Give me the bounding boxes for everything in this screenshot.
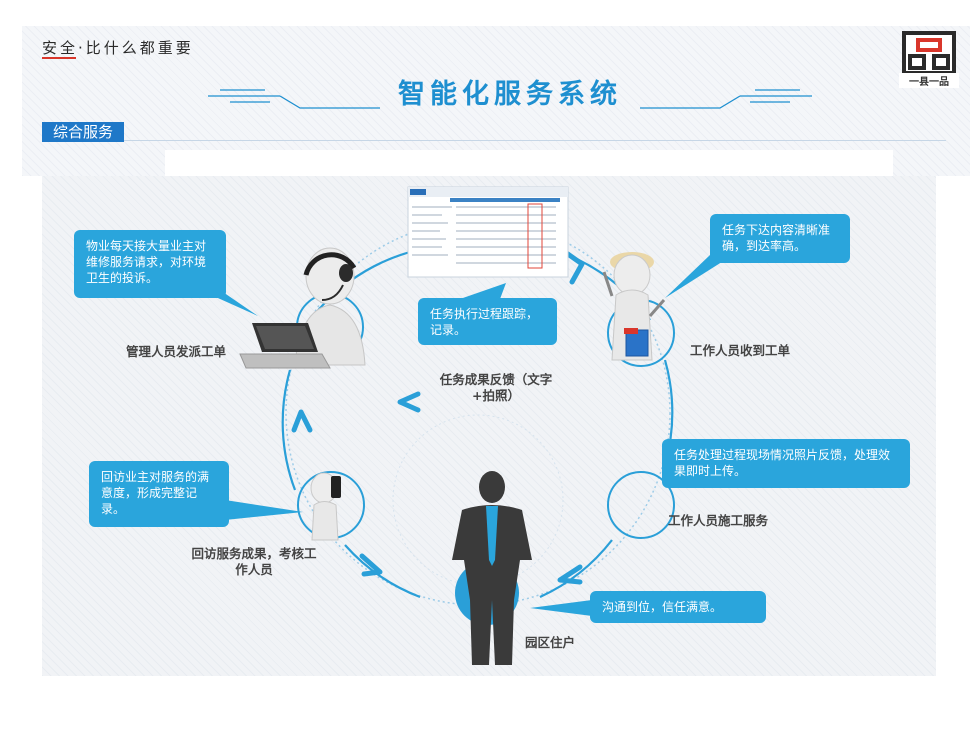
page-title: 智能化服务系统 xyxy=(398,79,622,110)
inner-faint-ring xyxy=(392,414,564,586)
brand-logo-icon xyxy=(902,31,956,75)
title-decoration xyxy=(208,89,812,109)
businessman-icon xyxy=(452,471,532,665)
bubble-tail xyxy=(530,600,592,616)
worker-with-toolbox-icon xyxy=(602,252,666,361)
bubble-tail xyxy=(225,500,303,520)
node-ring-construct xyxy=(607,471,675,539)
header-white-strip xyxy=(165,150,893,176)
phone-caller-icon xyxy=(310,472,341,541)
bubble-communication: 沟通到位，信任满意。 xyxy=(590,591,766,623)
bubble-tracking: 任务执行过程跟踪，记录。 xyxy=(418,298,557,345)
label-feedback: 任务成果反馈（文字+拍照） xyxy=(439,372,553,403)
arc-bottom-left xyxy=(344,544,421,599)
laptop-icon xyxy=(239,323,331,369)
bubble-complaints: 物业每天接大量业主对维修服务请求，对环境卫生的投诉。 xyxy=(74,230,226,298)
arc-left xyxy=(281,369,297,491)
bubble-clear-task: 任务下达内容清晰准确，到达率高。 xyxy=(710,214,850,263)
cycle-arrow-icon xyxy=(557,564,583,585)
bubble-tail xyxy=(200,290,258,316)
label-revisit: 回访服务成果，考核工作人员 xyxy=(191,546,317,577)
cycle-arrow-icon xyxy=(291,409,313,433)
label-resident: 园区住户 xyxy=(524,635,575,650)
bubble-satisfaction: 回访业主对服务的满意度，形成完整记录。 xyxy=(89,461,229,527)
bubble-tail xyxy=(665,255,725,298)
software-screenshot-icon xyxy=(407,186,569,278)
slogan-underline xyxy=(42,57,76,59)
arc-bottom-right xyxy=(539,539,613,599)
cycle-arrow-icon xyxy=(397,391,421,413)
section-divider xyxy=(124,140,946,141)
label-receive: 工作人员收到工单 xyxy=(689,343,790,358)
section-label: 综合服务 xyxy=(42,122,124,142)
slogan: 安全·比什么都重要 xyxy=(42,39,194,57)
bubble-tail xyxy=(460,283,506,299)
cycle-arrow-icon xyxy=(562,249,585,285)
label-dispatch: 管理人员发派工单 xyxy=(125,344,226,359)
bubble-onsite-photo: 任务处理过程现场情况照片反馈，处理效果即时上传。 xyxy=(662,439,910,488)
cycle-arrow-icon xyxy=(359,553,383,577)
label-construct: 工作人员施工服务 xyxy=(667,513,768,528)
logo-caption: 一县一品 xyxy=(899,73,959,88)
